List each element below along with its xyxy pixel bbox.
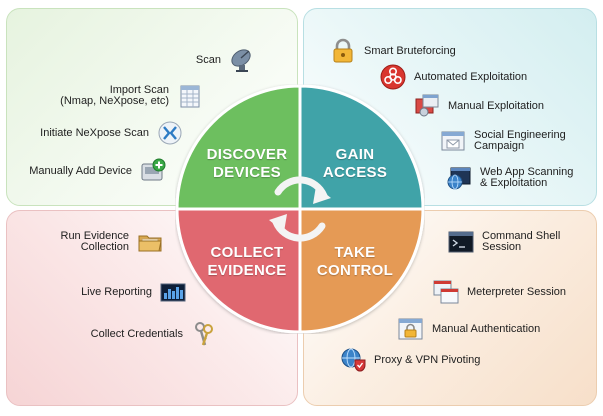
scan-label: Scan [195, 53, 221, 66]
manual-exploit-icon [415, 94, 439, 117]
scan-item[interactable]: Scan [196, 47, 255, 73]
nexpose-icon [158, 121, 182, 145]
run-evidence-collection-item[interactable]: Run Evidence Collection [61, 229, 164, 255]
proxy-vpn-pivoting-item[interactable]: Proxy & VPN Pivoting [340, 347, 480, 373]
proxy-vpn-pivoting-label: Proxy & VPN Pivoting [374, 353, 481, 366]
terminal-icon [448, 231, 474, 253]
manually-add-device-label: Manually Add Device [29, 164, 132, 177]
import-scan-sublabel: (Nmap, NeXpose, etc) [60, 95, 169, 107]
smart-bruteforcing-item[interactable]: Smart Bruteforcing [330, 38, 456, 64]
cycle-arrows-icon [269, 176, 331, 242]
manual-authentication-item[interactable]: Manual Authentication [398, 316, 540, 342]
gain-access-segment[interactable] [298, 84, 425, 211]
meterpreter-window-icon [433, 280, 459, 304]
manual-exploitation-item[interactable]: Manual Exploitation [414, 93, 544, 119]
web-app-scanning-label: Web App Scanning [480, 166, 574, 178]
wheel-graphic [175, 84, 425, 334]
take-control-segment[interactable] [298, 207, 425, 334]
gain-access-title: GAIN ACCESS [322, 146, 388, 181]
discover-devices-segment[interactable] [175, 84, 302, 211]
manually-add-device-item[interactable]: Manually Add Device [29, 158, 166, 184]
take-control-title: TAKE CONTROL [316, 244, 394, 279]
manual-authentication-label: Manual Authentication [432, 322, 541, 335]
import-scan-label: Import Scan [109, 84, 169, 96]
email-window-icon [441, 131, 465, 151]
automated-exploitation-item[interactable]: Automated Exploitation [380, 64, 527, 90]
initiate-nexpose-scan-label: Initiate NeXpose Scan [40, 126, 149, 139]
manual-exploitation-label: Manual Exploitation [448, 99, 545, 112]
folder-icon [138, 235, 162, 252]
collect-evidence-segment[interactable] [175, 207, 302, 334]
import-scan-item[interactable]: Import Scan (Nmap, NeXpose, etc) [60, 83, 203, 109]
lifecycle-wheel: DISCOVER DEVICES GAIN ACCESS COLLECT EVI… [175, 84, 425, 334]
command-shell-sublabel: Session [482, 241, 522, 253]
spreadsheet-icon [180, 85, 200, 108]
meterpreter-session-item[interactable]: Meterpreter Session [433, 279, 566, 305]
bar-chart-icon [160, 283, 186, 302]
social-engineering-sublabel: Campaign [474, 140, 525, 152]
run-evidence-label: Run Evidence [60, 230, 130, 242]
collect-credentials-item[interactable]: Collect Credentials [91, 321, 217, 347]
initiate-nexpose-scan-item[interactable]: Initiate NeXpose Scan [40, 120, 183, 146]
live-reporting-label: Live Reporting [81, 285, 152, 298]
social-engineering-campaign-item[interactable]: Social Engineering Campaign [440, 128, 566, 154]
automated-exploitation-label: Automated Exploitation [414, 70, 528, 83]
social-engineering-label: Social Engineering [474, 129, 566, 141]
live-reporting-item[interactable]: Live Reporting [81, 279, 186, 305]
discover-devices-title: DISCOVER DEVICES [206, 146, 288, 181]
lock-window-icon [398, 318, 423, 340]
run-evidence-sublabel: Collection [80, 241, 129, 253]
collect-credentials-label: Collect Credentials [90, 327, 183, 340]
command-shell-session-item[interactable]: Command Shell Session [448, 229, 560, 255]
satellite-dish-icon [231, 49, 251, 72]
web-app-scanning-sublabel: & Exploitation [480, 177, 548, 189]
web-app-icon [447, 167, 471, 190]
padlock-icon [333, 38, 353, 63]
collect-evidence-title: COLLECT EVIDENCE [207, 244, 287, 279]
keys-icon [195, 322, 213, 346]
command-shell-label: Command Shell [482, 230, 561, 242]
biohazard-icon [380, 64, 406, 90]
web-app-scanning-item[interactable]: Web App Scanning & Exploitation [446, 165, 573, 191]
add-device-icon [141, 158, 166, 181]
meterpreter-session-label: Meterpreter Session [467, 285, 567, 298]
globe-shield-icon [341, 348, 366, 372]
smart-bruteforcing-label: Smart Bruteforcing [364, 44, 456, 57]
